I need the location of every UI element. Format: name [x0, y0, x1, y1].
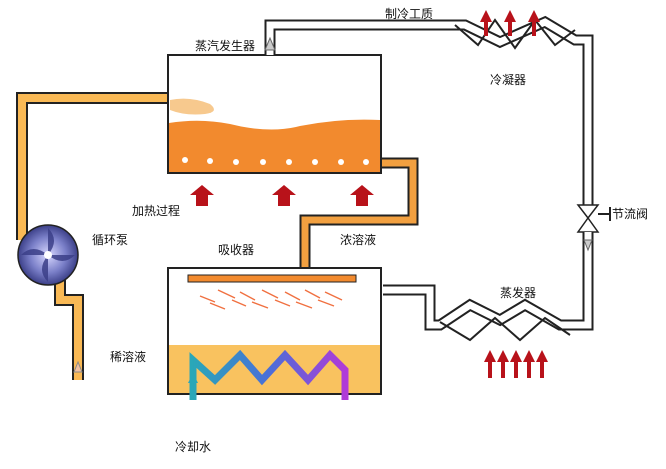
bubbles [182, 157, 369, 165]
left-pipe [16, 92, 168, 380]
label-absorber: 吸收器 [218, 243, 254, 257]
label-heating: 加热过程 [132, 203, 180, 218]
vapor-plume [170, 98, 214, 115]
evaporator-heat-arrows [484, 350, 548, 378]
strong-solution-pipe [299, 157, 419, 277]
condenser-heat-arrows [480, 10, 540, 36]
spray-bar [187, 274, 357, 283]
generator-liquid [169, 119, 380, 172]
spray-drops [199, 289, 343, 310]
evaporator-pipe [383, 232, 594, 331]
label-throttle-valve: 节流阀 [612, 207, 648, 221]
absorber-vessel [167, 267, 382, 395]
generator-vessel [167, 54, 382, 174]
evaporator-coil [439, 316, 571, 342]
weak-solution-arrow [73, 360, 83, 373]
cooling-water-coil [188, 349, 349, 400]
label-weak-solution: 稀溶液 [110, 349, 146, 364]
label-evaporator: 蒸发器 [500, 285, 536, 300]
label-generator: 蒸汽发生器 [195, 38, 255, 53]
label-cooling-water: 冷却水 [175, 440, 211, 454]
throttle-valve [576, 204, 611, 233]
circulation-pump [17, 224, 79, 286]
label-condenser: 冷凝器 [490, 72, 526, 87]
label-refrigerant: 制冷工质 [385, 7, 433, 21]
condenser-coil [454, 18, 576, 50]
heating-arrows [190, 185, 374, 206]
refrigerant-pipe [264, 15, 594, 205]
label-strong-solution: 浓溶液 [340, 232, 376, 247]
label-pump: 循环泵 [92, 233, 128, 247]
